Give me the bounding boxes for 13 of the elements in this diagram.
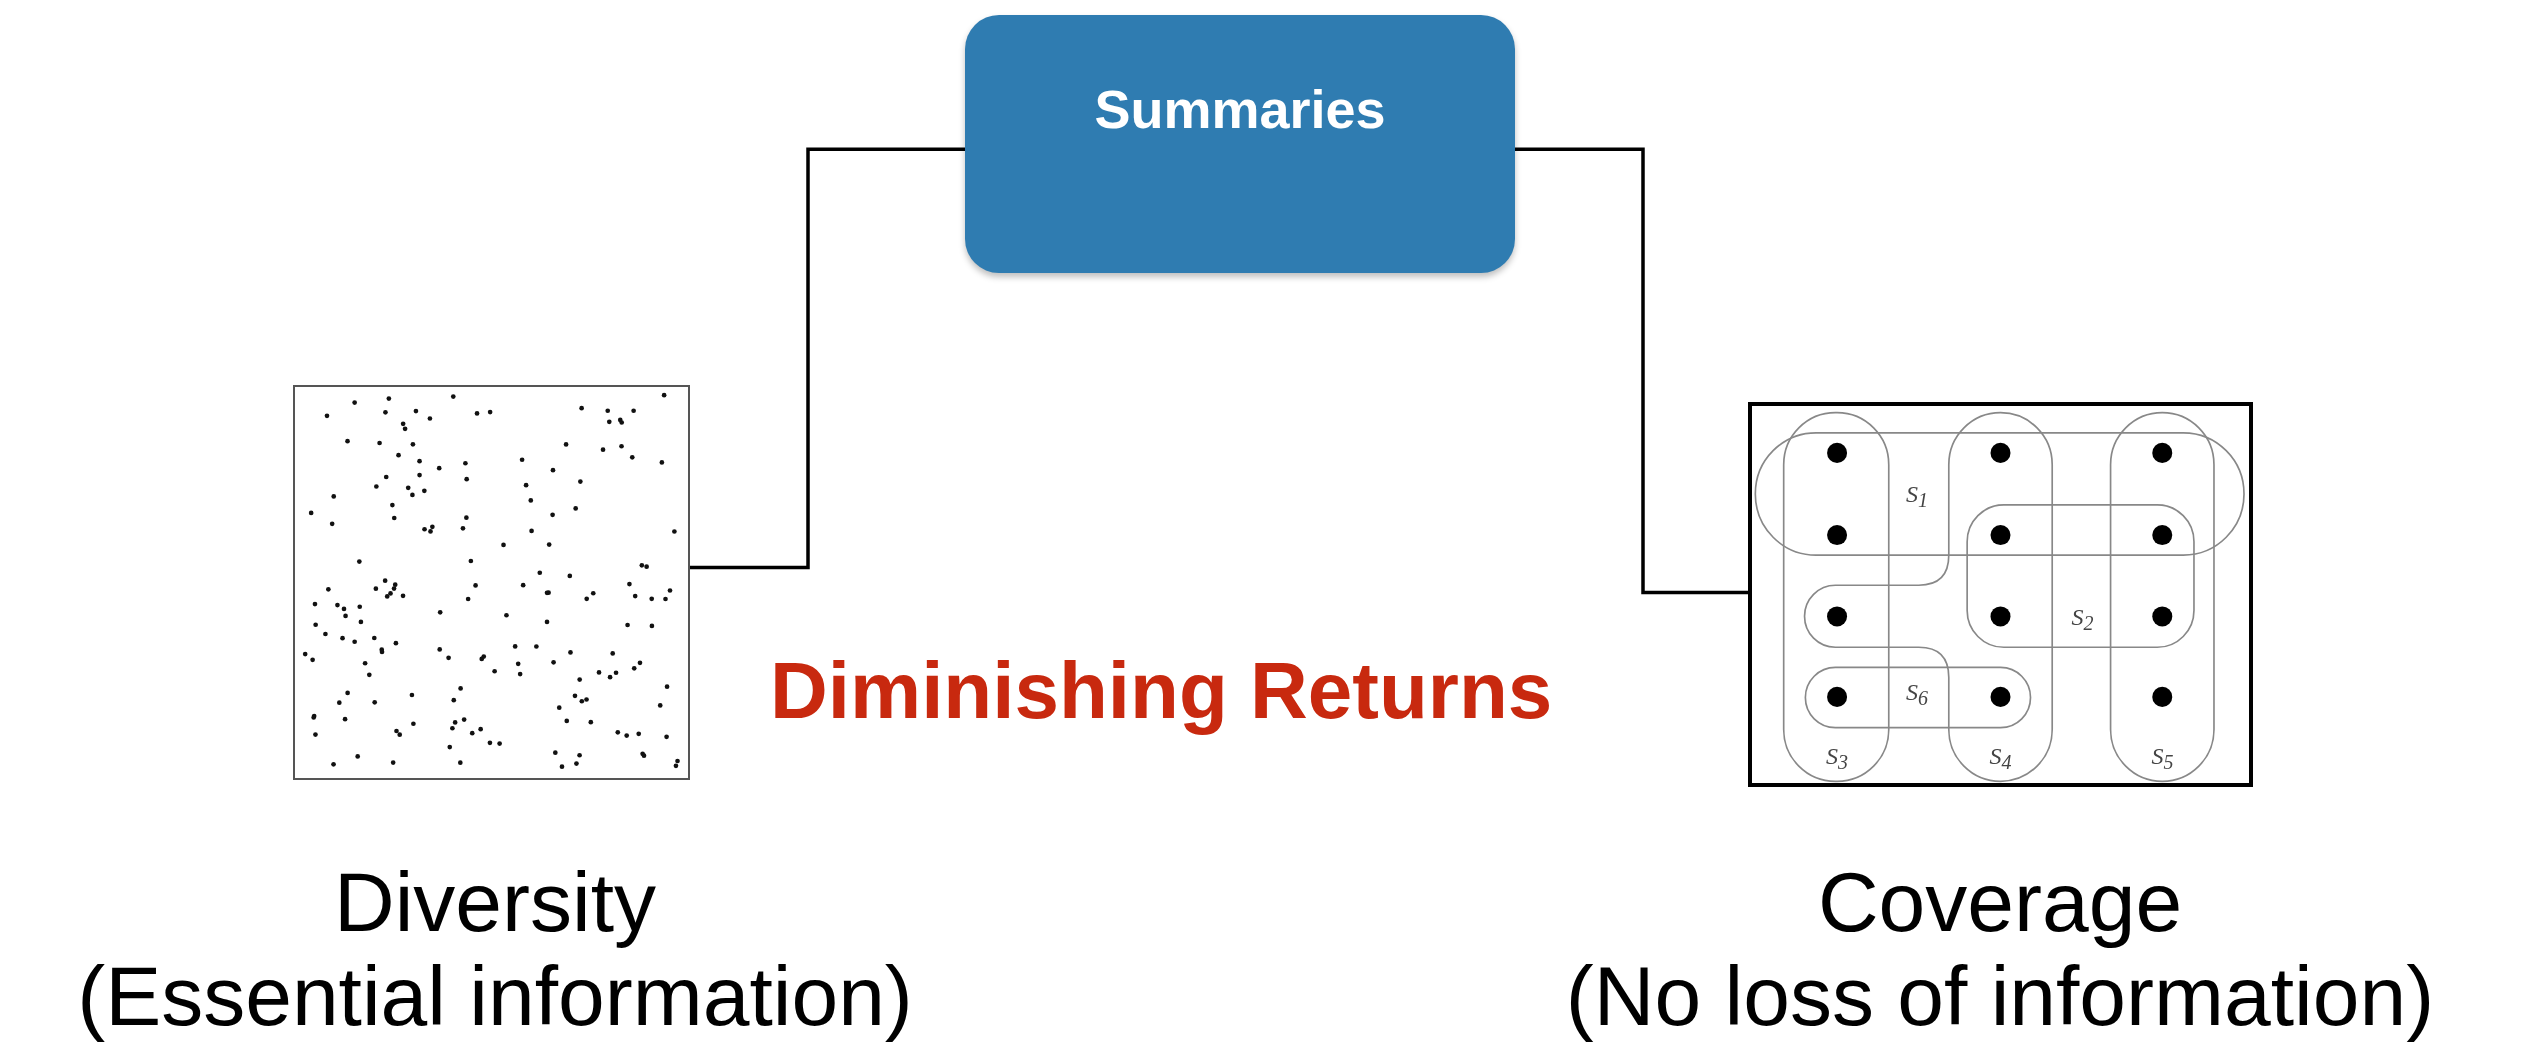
set-label: S$_{3}$ <box>1826 744 1848 773</box>
caption-text: Diversity (Essential information) <box>76 855 914 1044</box>
set-label: S$_{5}$ <box>2151 744 2174 773</box>
set-label: S$_{4}$ <box>1989 744 2012 773</box>
scatter-dots-drawing <box>293 385 690 780</box>
connector-line <box>690 147 965 570</box>
caption-text: Coverage (No loss of information) <box>1564 855 2436 1044</box>
heading-text: Diminishing Returns <box>770 645 1553 737</box>
set-label: S$_{6}$ <box>1906 680 1928 709</box>
process-box: Summaries <box>965 15 1515 273</box>
connector-line <box>1515 147 1748 595</box>
set-label: S$_{2}$ <box>2071 604 2094 634</box>
set-label: S$_{1}$ <box>1906 482 1928 511</box>
